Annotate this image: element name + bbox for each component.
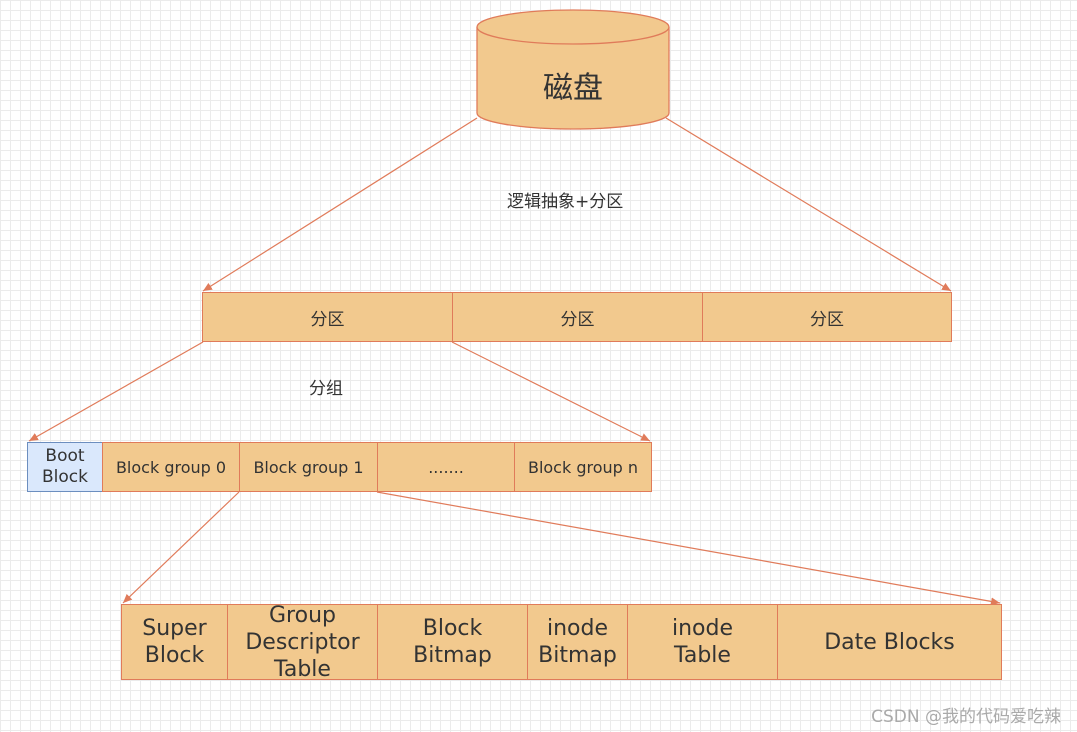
data-blocks-box: Date Blocks (777, 604, 1002, 680)
block-group-box: Block group n (514, 442, 652, 492)
inode-bitmap-box: inode Bitmap (527, 604, 628, 680)
arrow-partition-left (28, 341, 204, 442)
arrow-disk-left (202, 117, 478, 292)
partition-box: 分区 (702, 292, 952, 342)
super-block-box: Super Block (121, 604, 228, 680)
boot-block-box: Boot Block (27, 442, 103, 492)
logical-partition-label: 逻辑抽象+分区 (507, 192, 624, 212)
inode-table-box: inode Table (627, 604, 778, 680)
disk-label: 磁盘 (543, 71, 603, 106)
block-group-ellipsis-box: ....... (377, 442, 515, 492)
partition-box: 分区 (202, 292, 453, 342)
arrow-disk-right (665, 117, 952, 292)
arrow-partition-right (451, 341, 651, 442)
watermark: CSDN @我的代码爱吃辣 (871, 707, 1061, 727)
grouping-label: 分组 (309, 379, 343, 399)
arrow-group-left (122, 491, 240, 604)
disk-cylinder-icon (476, 9, 670, 130)
group-descriptor-table-box: Group Descriptor Table (227, 603, 378, 682)
partition-box: 分区 (452, 292, 703, 342)
arrow-group-right (376, 491, 1001, 606)
block-group-box: Block group 1 (239, 442, 378, 492)
block-group-box: Block group 0 (102, 442, 240, 492)
block-bitmap-box: Block Bitmap (377, 604, 528, 680)
